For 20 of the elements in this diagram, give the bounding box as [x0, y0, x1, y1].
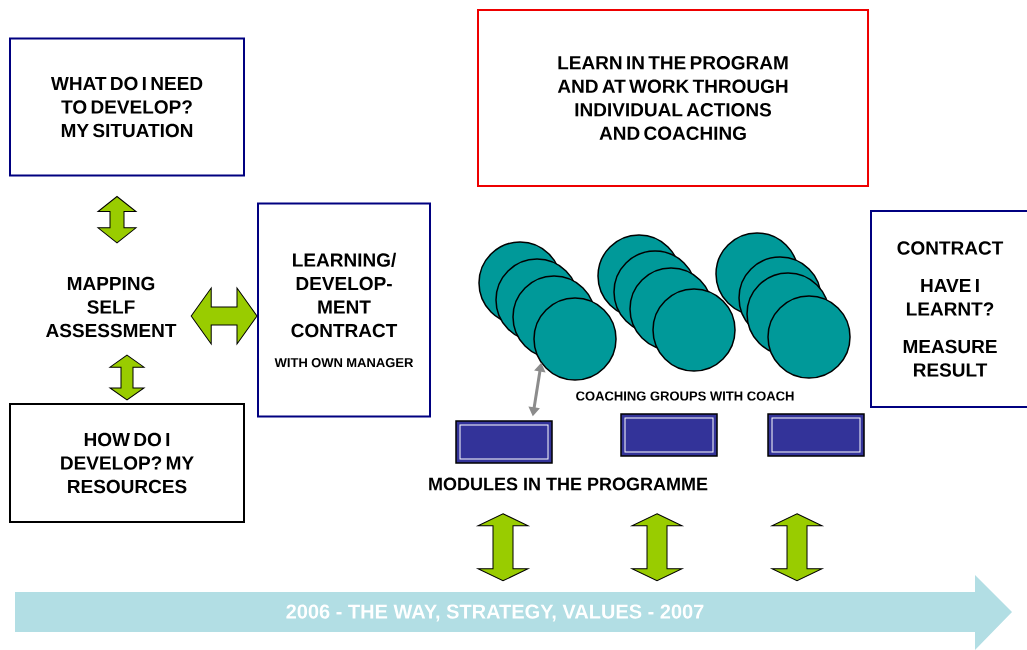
circle-stack [715, 232, 851, 379]
module-block [620, 413, 718, 457]
block-arrow [190, 287, 258, 345]
block-arrow [109, 354, 145, 401]
caption-text: MODULES IN THE PROGRAMME [429, 477, 708, 491]
block-arrow [477, 513, 529, 582]
question-box: HOW DO I DEVELOP? MY RESOURCES [9, 403, 245, 523]
block-arrow [631, 513, 683, 582]
circle-stack [597, 234, 736, 372]
result-box: CONTRACT HAVE I LEARNT? MEASURE RESULT [870, 210, 1027, 408]
goal-box: LEARN IN THE PROGRAM AND AT WORK THROUGH INDIVIDUAL ACTIONS AND COACHING [477, 9, 869, 187]
contract-box: LEARNING/ DEVELOP- MENT CONTRACT WITH OWN MANAGER [257, 202, 431, 418]
heading-text: MAPPING SELF ASSESSMENT [46, 276, 177, 338]
module-block [767, 413, 865, 457]
block-arrow [771, 513, 823, 582]
block-arrow [97, 196, 137, 244]
question-box: WHAT DO I NEED TO DEVELOP? MY SITUATION [9, 37, 245, 177]
circle-stack [478, 241, 617, 381]
module-block [455, 420, 553, 464]
caption-text: COACHING GROUPS WITH COACH [576, 391, 794, 401]
